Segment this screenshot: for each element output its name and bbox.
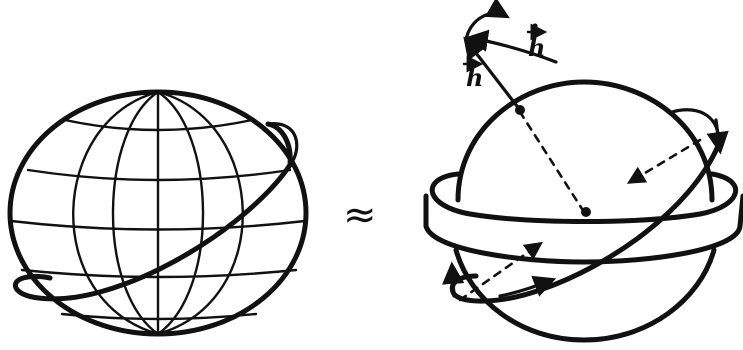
h-dot-mark [532,23,537,28]
satellite-orbit [15,165,290,299]
approx-symbol: ≈ [343,192,377,238]
bulged-sphere-icon: h h [426,13,743,340]
precession-arrow [466,13,506,40]
center-dot [581,207,591,217]
orbit-tip-arrow-lower [452,266,454,296]
longitude-lines [73,92,243,334]
radius-dashed-line [520,112,584,212]
globe-icon [10,92,306,334]
h-dot-label: h [528,33,545,62]
upper-hemisphere [458,82,712,200]
h-vector-label: h [466,63,483,92]
torque-arrow-upper [630,140,700,182]
